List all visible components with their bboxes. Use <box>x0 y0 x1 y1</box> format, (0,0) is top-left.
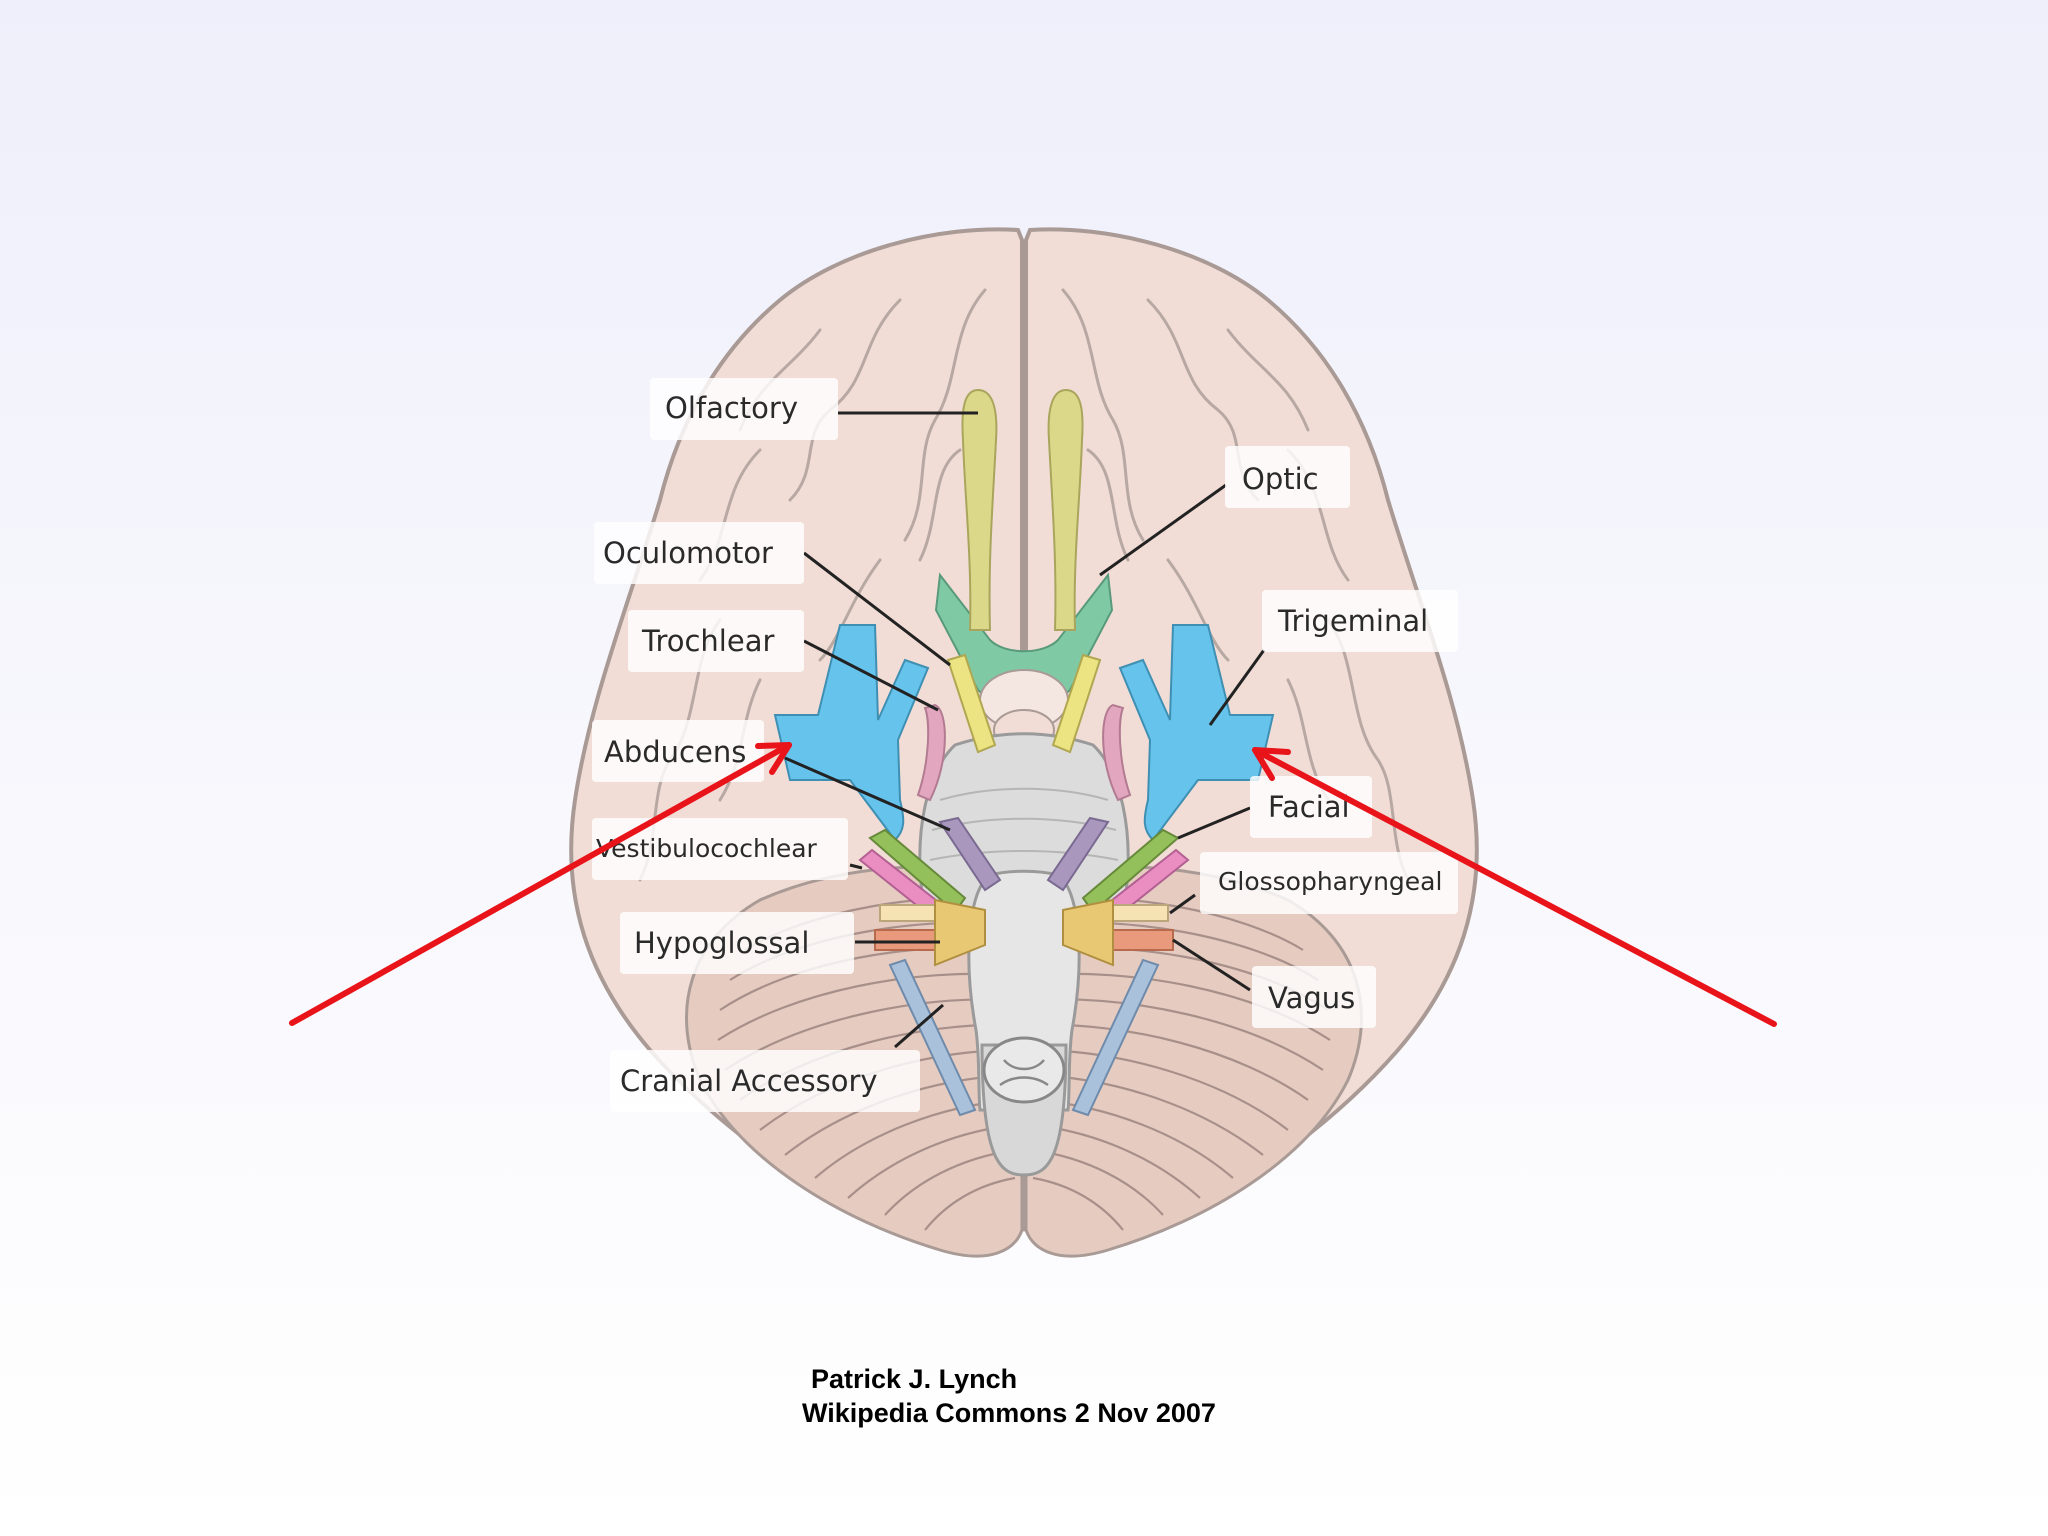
leader-lines <box>784 411 1266 1049</box>
label-oculomotor: Oculomotor <box>603 536 773 570</box>
label-abducens: Abducens <box>604 735 746 769</box>
spinal-cord <box>980 1036 1068 1177</box>
credit-source: Wikipedia Commons 2 Nov 2007 <box>802 1398 1216 1428</box>
abducens-nerve-right <box>1046 816 1110 892</box>
arrow-right-to-trigeminal <box>1252 747 1777 1027</box>
label-cranial-accessory: Cranial Accessory <box>620 1064 878 1098</box>
olfactory-bulb-left <box>961 388 998 631</box>
label-optic: Optic <box>1242 462 1319 496</box>
annotation-arrows <box>289 742 1777 1027</box>
accessory-nerve-left <box>888 958 977 1117</box>
label-trochlear: Trochlear <box>641 624 774 658</box>
trochlear-nerve-left <box>916 703 946 802</box>
oculomotor-nerve-left <box>946 653 997 754</box>
hypoglossal-nerve-right <box>1062 898 1114 967</box>
trochlear-nerve-right <box>1102 703 1132 802</box>
credit-author: Patrick J. Lynch <box>811 1364 1018 1394</box>
label-glossopharyngeal: Glossopharyngeal <box>1218 867 1442 896</box>
label-vestibulocochlear: Vestibulocochlear <box>596 834 818 863</box>
oculomotor-nerve-right <box>1051 653 1102 754</box>
arrow-left-to-trigeminal <box>289 742 792 1026</box>
label-hypoglossal: Hypoglossal <box>634 926 809 960</box>
olfactory-bulb-right <box>1047 388 1084 631</box>
abducens-nerve-left <box>938 816 1002 892</box>
label-vagus: Vagus <box>1268 981 1355 1015</box>
trigeminal-nerve-right <box>1118 624 1275 842</box>
accessory-nerve-right <box>1071 958 1160 1117</box>
label-trigeminal: Trigeminal <box>1277 604 1428 638</box>
facial-nerve-left <box>868 828 967 914</box>
facial-nerve-right <box>1081 828 1180 914</box>
trigeminal-nerve-left <box>773 624 930 842</box>
label-olfactory: Olfactory <box>665 391 798 425</box>
nerve-labels: Olfactory Optic Oculomotor Trochlear Tri… <box>592 378 1458 1112</box>
